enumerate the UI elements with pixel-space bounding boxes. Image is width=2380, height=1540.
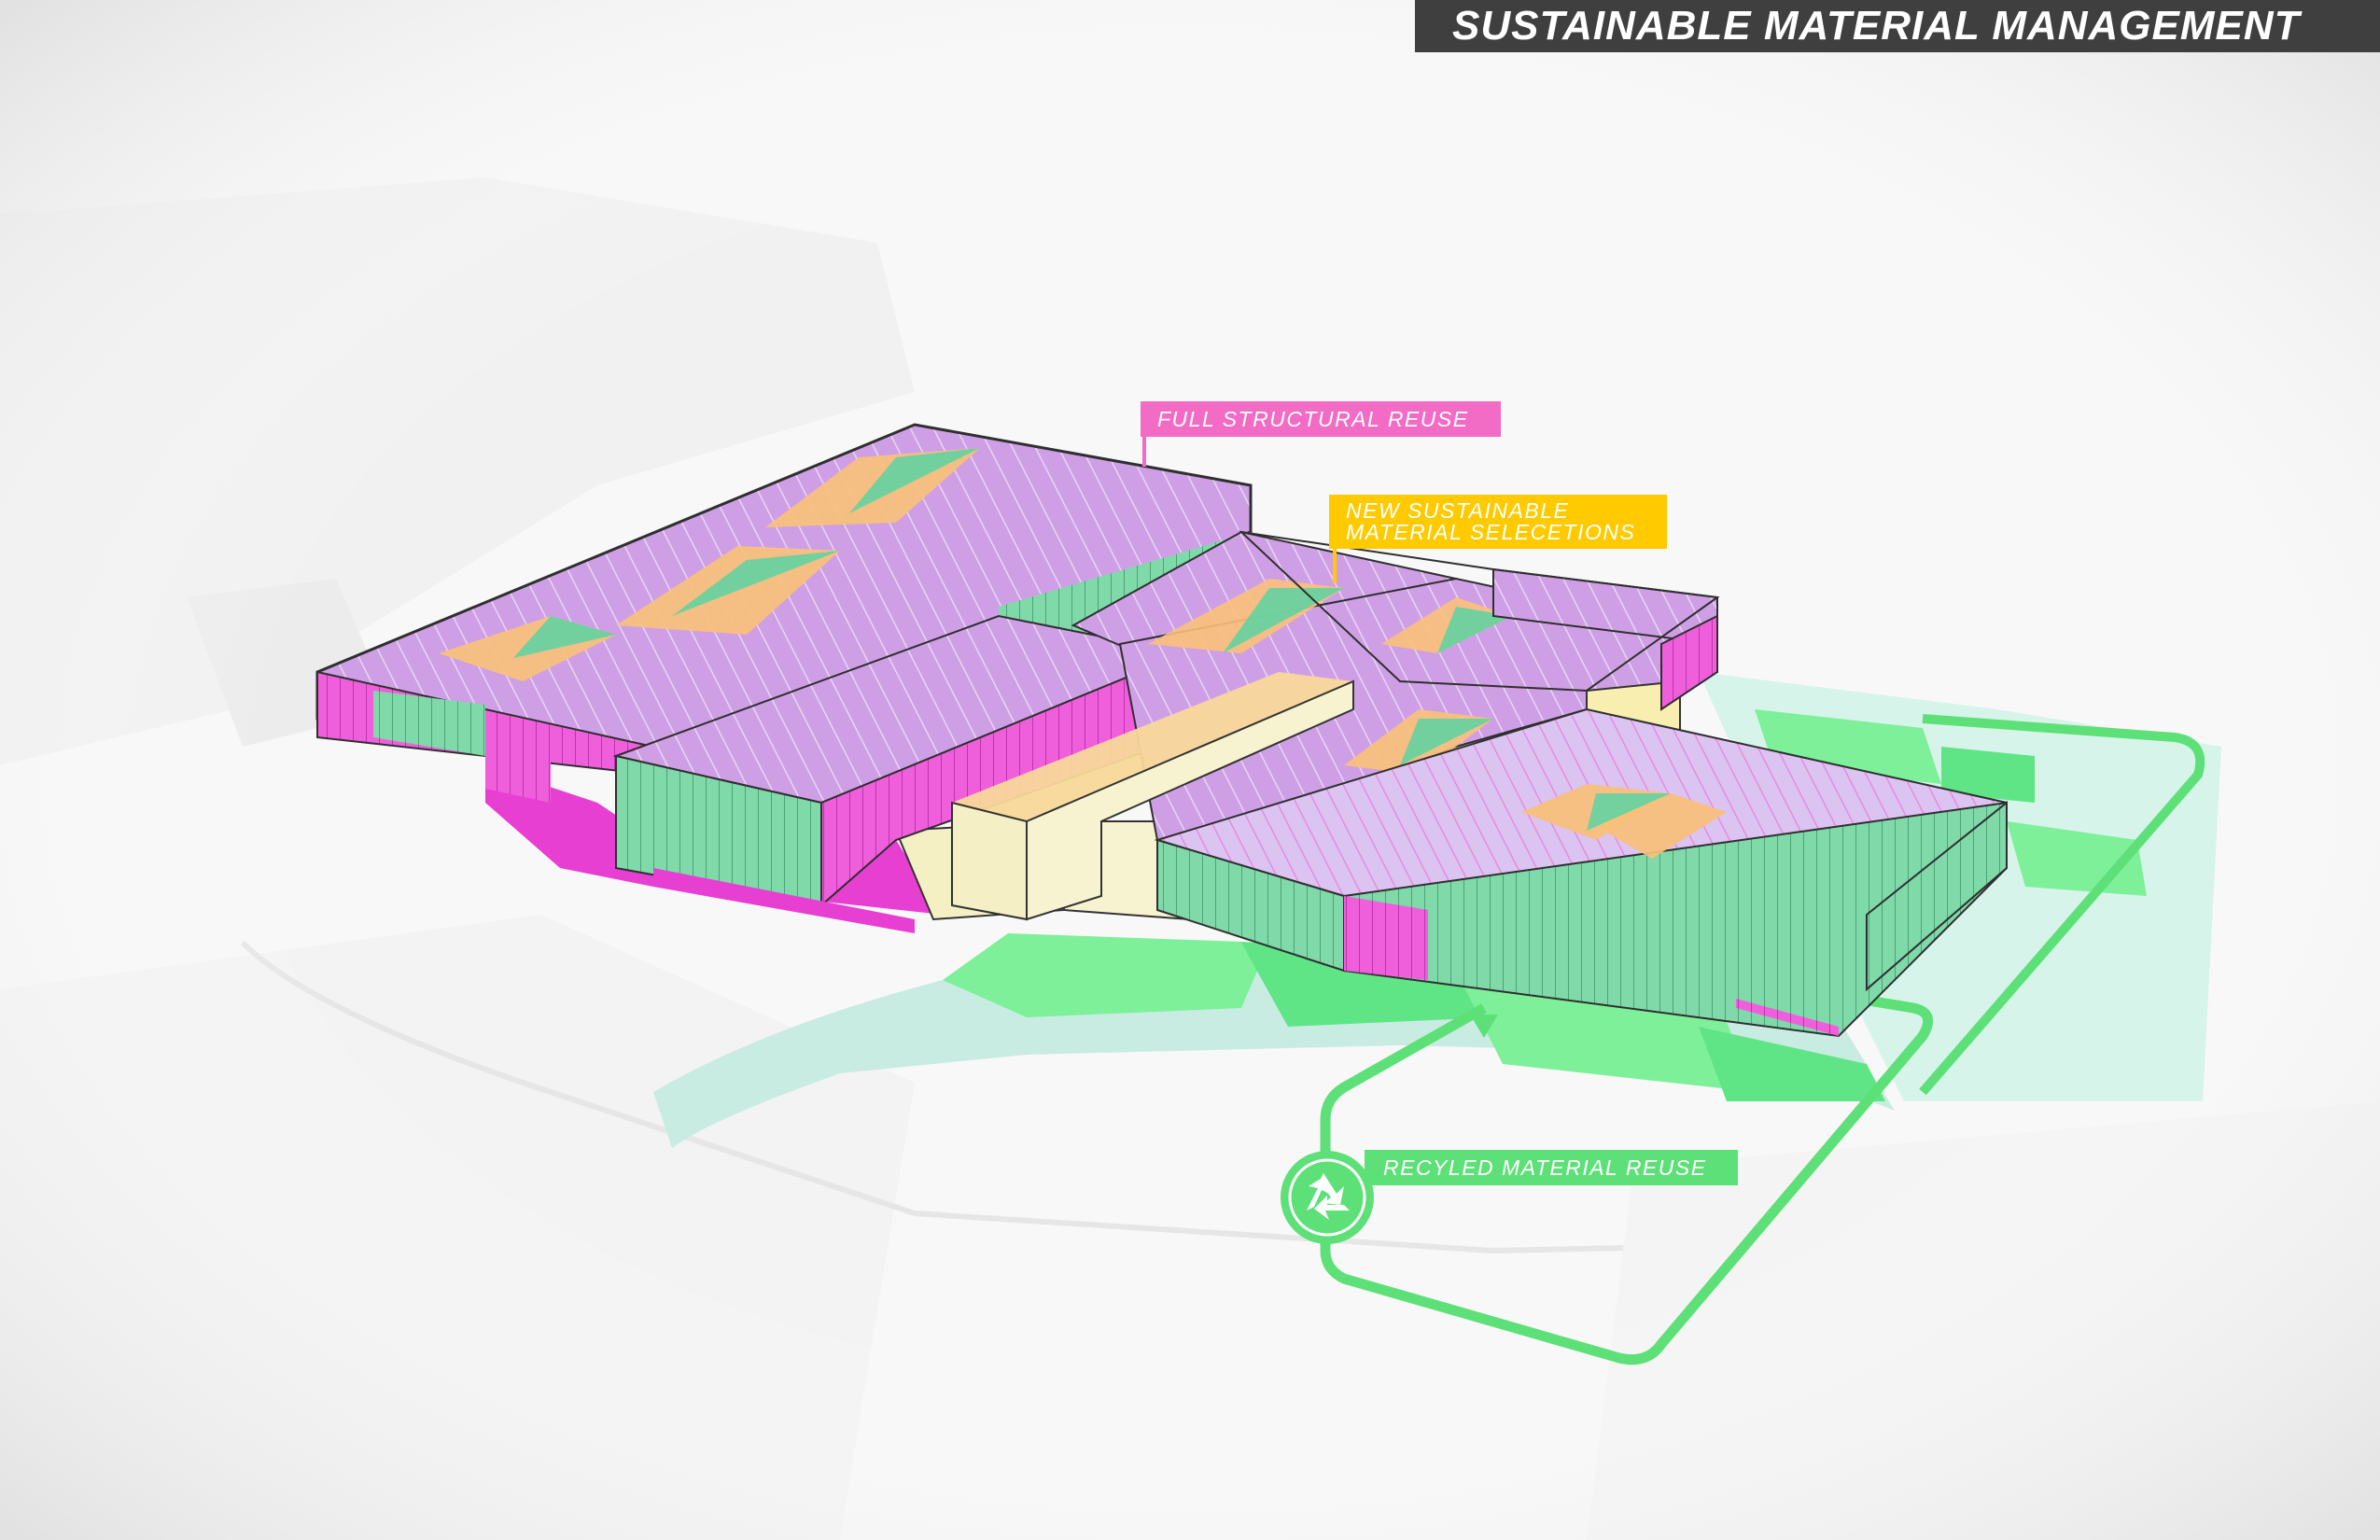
middle-block <box>612 614 1189 933</box>
upper-right-block <box>1238 530 1720 775</box>
recycle-icon <box>1281 1151 1374 1244</box>
structural-reuse-callout: FULL STRUCTURAL REUSE <box>1141 401 1501 437</box>
right-frame-block <box>1154 707 2008 1038</box>
recycled-reuse-callout: RECYLED MATERIAL REUSE <box>1365 1150 1738 1185</box>
recycled-reuse-label: RECYLED MATERIAL REUSE <box>1383 1155 1707 1180</box>
new-materials-label-line2: MATERIAL SELECETIONS <box>1346 520 1636 544</box>
new-materials-label-line1: NEW SUSTAINABLE <box>1346 498 1570 523</box>
structural-reuse-label: FULL STRUCTURAL REUSE <box>1157 407 1469 431</box>
title-banner: SUSTAINABLE MATERIAL MANAGEMENT <box>1415 0 2380 52</box>
down-arrow-icon <box>1470 1015 1498 1038</box>
new-materials-callout: NEW SUSTAINABLE MATERIAL SELECETIONS <box>1329 495 1667 549</box>
page-title: SUSTAINABLE MATERIAL MANAGEMENT <box>1452 3 2301 49</box>
